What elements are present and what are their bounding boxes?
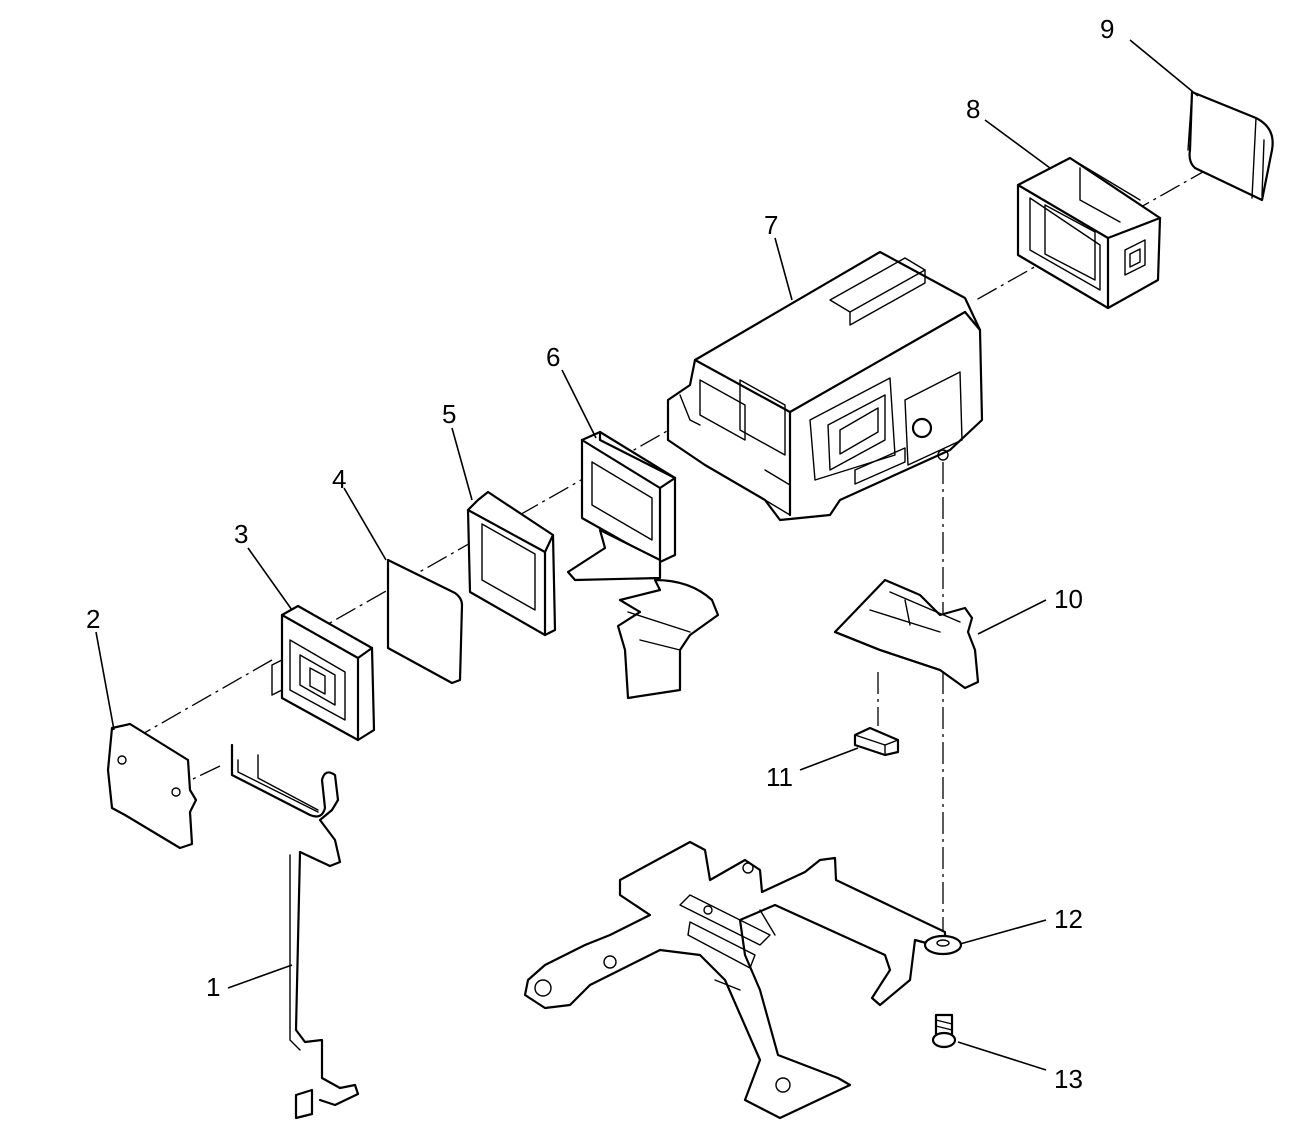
callout-10: 10 xyxy=(1054,584,1083,614)
callout-11: 11 xyxy=(766,762,793,792)
callout-12: 12 xyxy=(1054,904,1083,934)
bottom-bracket xyxy=(523,840,947,1120)
part-7-finder-housing xyxy=(666,250,984,522)
part-12-washer xyxy=(923,934,963,956)
part-8-eyepiece-frame xyxy=(1016,156,1162,310)
callout-1: 1 xyxy=(206,972,220,1002)
callout-2: 2 xyxy=(86,604,100,634)
leader-lines xyxy=(95,39,1199,1071)
part-2-back-plate xyxy=(106,722,198,850)
part-3-lens-holder xyxy=(271,604,376,742)
part-10-lever xyxy=(833,578,980,690)
callout-5: 5 xyxy=(442,399,456,429)
callout-4: 4 xyxy=(332,464,346,494)
callout-labels: 1 2 3 4 5 6 7 8 9 10 11 12 13 xyxy=(86,14,1114,1094)
callout-7: 7 xyxy=(764,210,778,240)
part-1-wire-spring xyxy=(230,743,360,1120)
part-9-lens-cover xyxy=(1187,90,1274,202)
callout-3: 3 xyxy=(234,519,248,549)
callout-6: 6 xyxy=(546,342,560,372)
callout-13: 13 xyxy=(1054,1064,1083,1094)
callout-9: 9 xyxy=(1100,14,1114,44)
part-6-lcd-panel xyxy=(566,430,720,700)
part-4-sheet xyxy=(386,558,464,685)
part-11-pad xyxy=(853,726,900,757)
part-5-frame-gasket xyxy=(466,490,557,637)
part-13-screw xyxy=(931,1013,957,1049)
callout-8: 8 xyxy=(966,94,980,124)
